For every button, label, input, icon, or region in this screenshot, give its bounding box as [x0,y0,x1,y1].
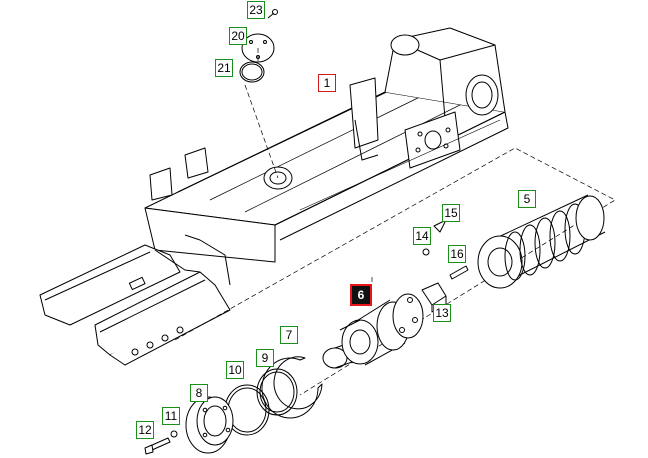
callout-11[interactable]: 11 [162,407,180,425]
callout-8[interactable]: 8 [190,384,208,402]
callout-13[interactable]: 13 [433,304,451,322]
small-fasteners [267,9,469,280]
circlip [261,356,323,419]
callout-21[interactable]: 21 [215,59,233,77]
bellows-boot [477,194,606,289]
callout-23[interactable]: 23 [247,1,265,19]
callout-20[interactable]: 20 [229,27,247,45]
callout-9[interactable]: 9 [256,349,274,367]
bolt-and-washer [144,430,178,455]
callout-10[interactable]: 10 [226,361,244,379]
track-frame [39,27,509,366]
idler-cylinder [322,293,424,369]
callout-15[interactable]: 15 [442,204,460,222]
callout-1[interactable]: 1 [318,74,336,92]
flange-cover [185,396,234,454]
callout-12[interactable]: 12 [136,421,154,439]
callout-5[interactable]: 5 [518,190,536,208]
callout-16[interactable]: 16 [448,245,466,263]
leader-lines [174,48,616,396]
callout-14[interactable]: 14 [413,227,431,245]
callout-7[interactable]: 7 [280,326,298,344]
callout-6-selected[interactable]: 6 [350,284,372,306]
callout-6-label: 6 [352,286,370,304]
